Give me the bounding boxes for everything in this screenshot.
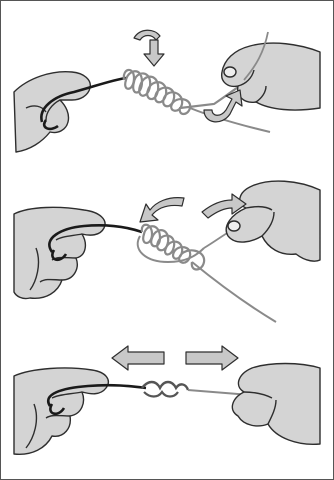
left-arrow-icon (112, 346, 164, 370)
step-2-panel (14, 181, 320, 322)
step-3-panel (14, 346, 320, 454)
left-hand (14, 72, 90, 152)
curved-left-arrow-icon (140, 198, 184, 222)
right-arrow-icon (186, 346, 238, 370)
left-hand (14, 207, 105, 298)
tightened-knot (142, 382, 188, 397)
right-hand (232, 364, 320, 445)
right-hand (226, 181, 320, 261)
step-1-panel (14, 30, 320, 152)
curved-up-arrow-icon (204, 90, 242, 122)
twist-down-arrow-icon (134, 30, 164, 66)
